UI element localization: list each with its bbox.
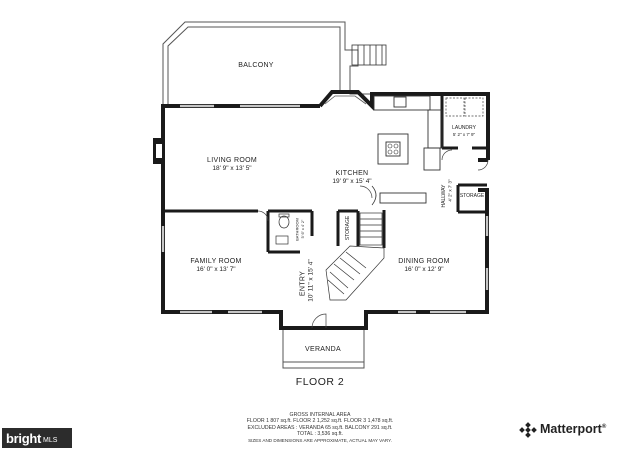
cooktop-burners: [387, 143, 399, 155]
storage-right-label: STORAGE: [459, 193, 485, 199]
bathroom-fixtures: [275, 213, 290, 245]
balcony-stairs: [351, 44, 387, 66]
living-room-dims: 18' 9" x 13' 5": [212, 165, 252, 172]
laundry-dims: 5' 2" x 7' 9": [452, 132, 476, 137]
matterport-registered-mark: ®: [601, 423, 607, 430]
family-room-label: FAMILY ROOM: [190, 258, 242, 265]
bathroom-label: BATHROOM: [294, 218, 300, 241]
veranda-label: VERANDA: [305, 346, 341, 353]
area-heading: GROSS INTERNAL AREA: [289, 412, 351, 418]
veranda-outline: [282, 330, 365, 369]
floor-title: FLOOR 2: [295, 376, 345, 388]
bathroom-dims: 5' 6" x 4' 2": [301, 219, 305, 239]
balcony-label: BALCONY: [238, 62, 274, 69]
dining-room-label: DINING ROOM: [398, 258, 450, 265]
hallway-label: HALLWAY: [441, 184, 447, 208]
entry-dims: 10' 11" x 15' 4": [307, 259, 315, 302]
storage-center-label: STORAGE: [345, 215, 351, 241]
doors: [257, 149, 489, 329]
entry-label: ENTRY: [299, 270, 307, 297]
stair-arrow: [371, 185, 377, 206]
kitchen-counters: [373, 95, 443, 204]
stairs-upper: [359, 212, 383, 246]
kitchen-label: KITCHEN: [335, 170, 369, 177]
area-floors-line: FLOOR 1 807 sq.ft. FLOOR 2 1,252 sq.ft. …: [246, 418, 394, 425]
matterport-brand: Matterport®: [520, 422, 606, 436]
bright-mls-logo: bright MLS: [2, 428, 72, 448]
exterior-walls: [161, 90, 490, 330]
windows: [161, 104, 489, 314]
stairs-lower: [325, 245, 385, 301]
balcony-outline: [162, 21, 372, 106]
matterport-text: Matterport®: [540, 422, 606, 436]
bright-logo-text: bright: [6, 430, 42, 446]
kitchen-dims: 19' 9" x 15' 4": [332, 178, 372, 185]
fireplace: [153, 138, 163, 164]
hallway-dims: 4' 2" x 7' 3": [447, 179, 453, 202]
bay-window: [324, 95, 367, 105]
bright-logo-suffix: MLS: [43, 437, 58, 444]
matterport-logo-icon: [519, 422, 537, 438]
window-glass: [162, 105, 488, 313]
living-room-label: LIVING ROOM: [207, 157, 257, 164]
laundry-label: LAUNDRY: [452, 125, 476, 131]
area-disclaimer: SIZES AND DIMENSIONS ARE APPROXIMATE, AC…: [248, 437, 392, 443]
laundry-fixtures: [445, 97, 484, 117]
dining-room-dims: 16' 0" x 12' 9": [404, 266, 444, 273]
family-room-dims: 16' 0" x 13' 7": [196, 266, 236, 273]
area-excluded-line: EXCLUDED AREAS : VERANDA 65 sq.ft. BALCO…: [247, 424, 393, 431]
matterport-wordmark: Matterport: [540, 422, 602, 436]
area-total-line: TOTAL : 3,536 sq.ft.: [296, 431, 344, 438]
area-summary: GROSS INTERNAL AREA FLOOR 1 807 sq.ft. F…: [180, 412, 460, 444]
